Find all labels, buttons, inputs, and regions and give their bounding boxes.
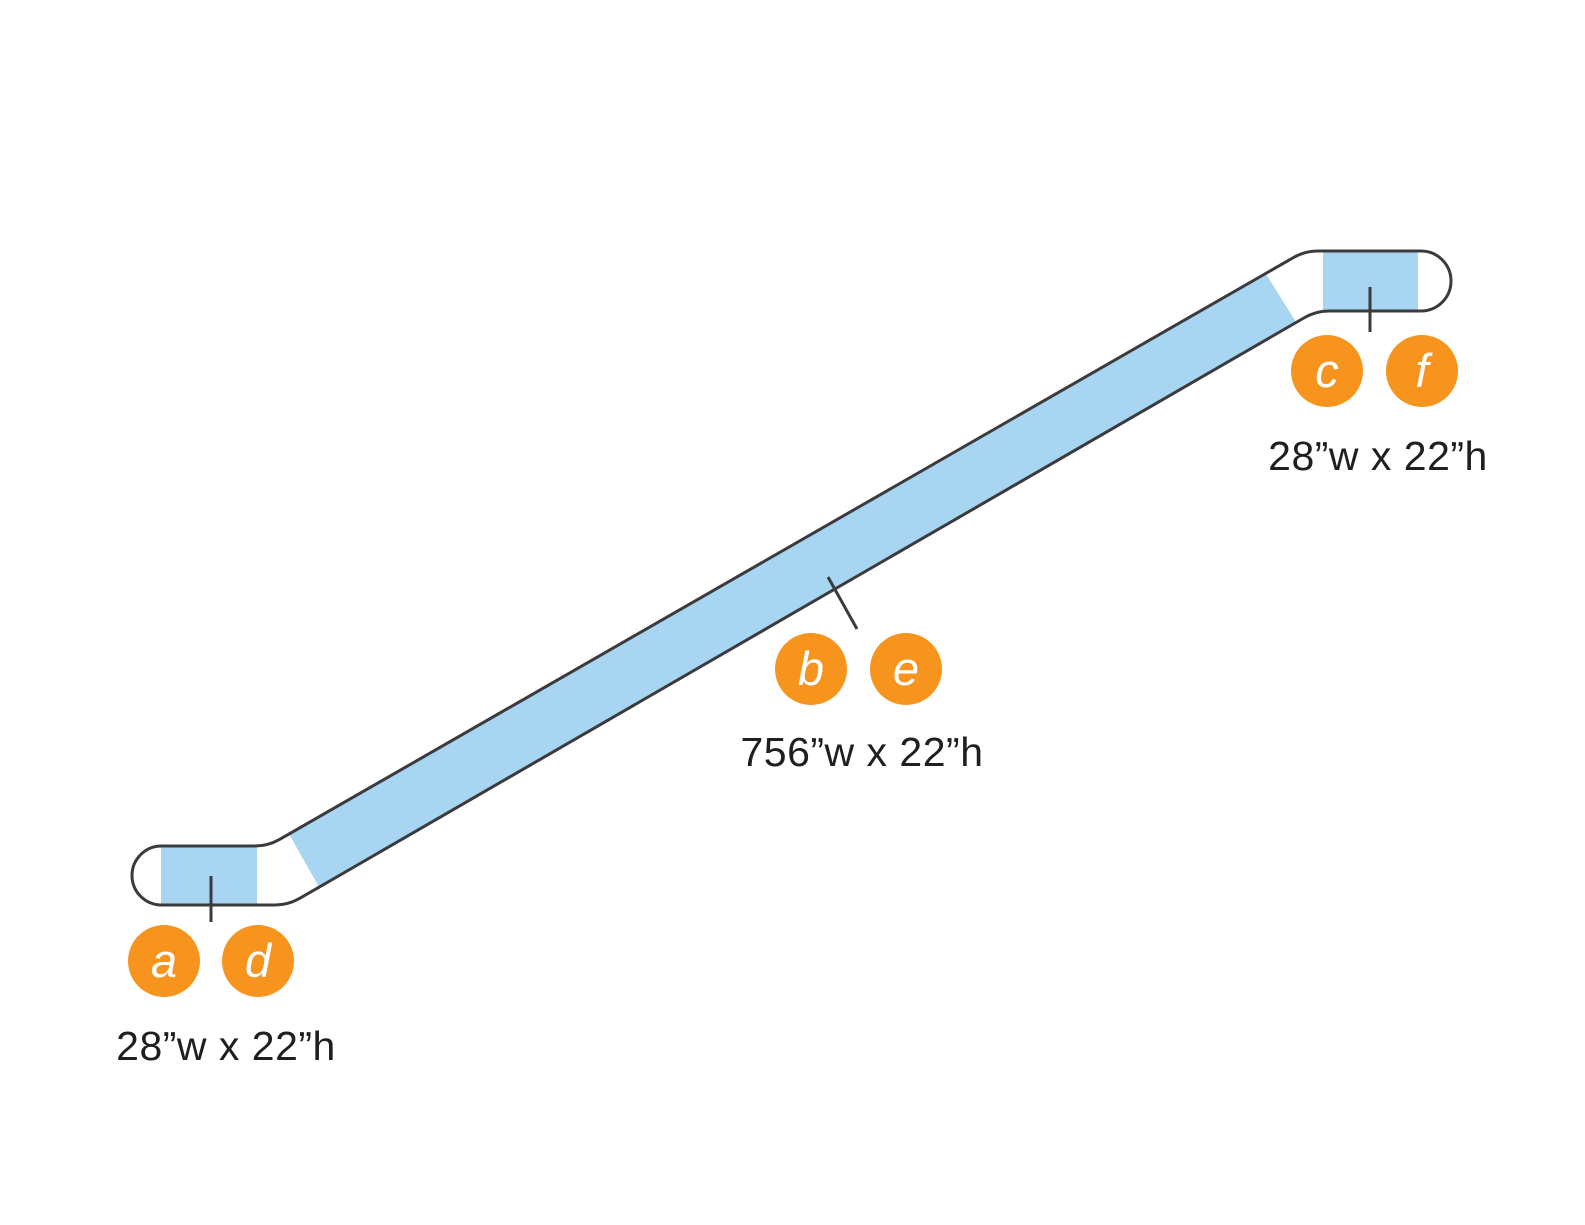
- lower-landing-panel: [161, 846, 257, 905]
- callout-letter-d: d: [245, 934, 273, 987]
- callout-letter-a: a: [151, 934, 177, 987]
- lower-landing-dimension: 28”w x 22”h: [116, 1023, 336, 1069]
- callout-letter-b: b: [798, 642, 824, 695]
- incline-panel: [289, 274, 1296, 887]
- callout-circle-f: [1386, 335, 1458, 407]
- callout-circle-e: [870, 633, 942, 705]
- callout-circle-b: [775, 633, 847, 705]
- callout-letter-c: c: [1315, 344, 1339, 397]
- callout-letter-e: e: [893, 642, 919, 695]
- callout-circle-c: [1291, 335, 1363, 407]
- upper-landing-dimension: 28”w x 22”h: [1268, 433, 1488, 479]
- incline-dimension: 756”w x 22”h: [740, 729, 983, 775]
- callout-circle-d: [222, 925, 294, 997]
- escalator-outline: [130, 249, 1453, 907]
- incline-leader-line: [826, 576, 859, 630]
- callout-circle-a: [128, 925, 200, 997]
